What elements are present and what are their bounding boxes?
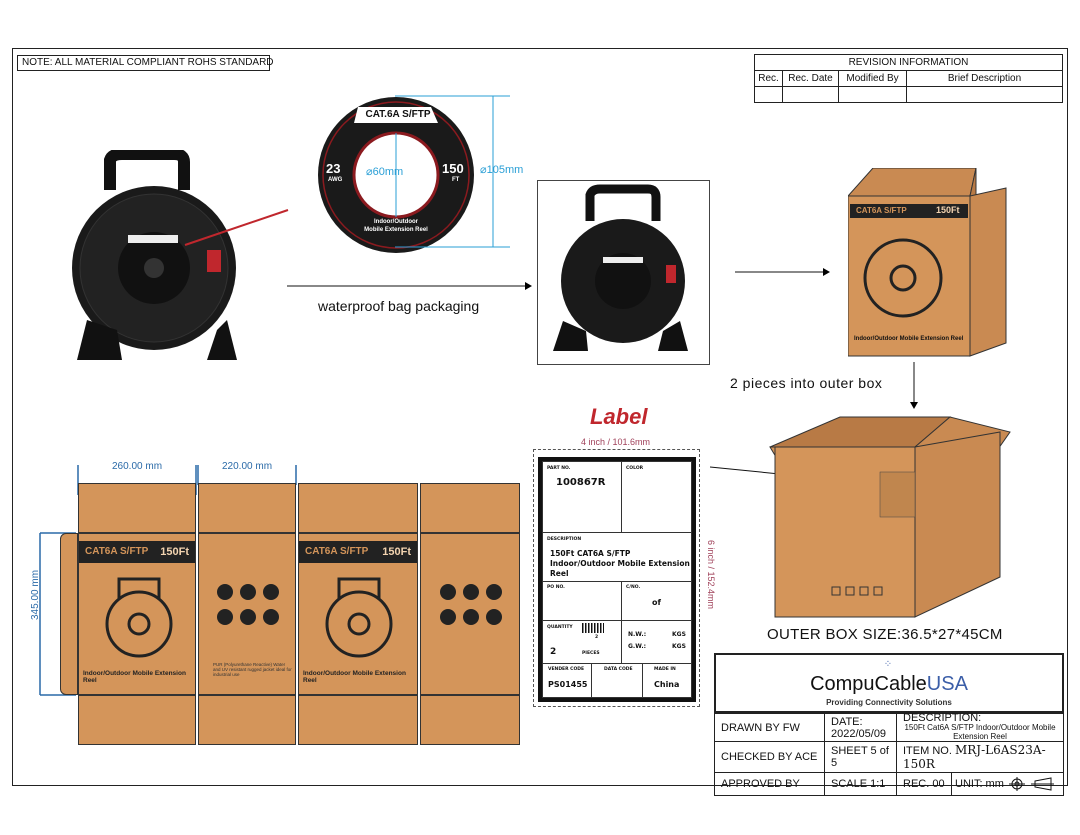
made-in: China: [654, 680, 680, 689]
packaging-caption: waterproof bag packaging: [318, 298, 480, 314]
retail-box-length: 150Ft: [936, 205, 960, 215]
brand-logo: CompuCableUSA: [716, 673, 1062, 696]
unit: UNIT: mm: [955, 777, 1004, 790]
checked-by: CHECKED BY ACE: [714, 741, 825, 773]
length-unit: FT: [452, 177, 460, 183]
front-panel-2: CAT6A S/FTP 150Ft Indoor/Outdoor Mobile E…: [298, 533, 418, 695]
reel-subtitle-1: Indoor/Outdoor: [374, 219, 418, 225]
gw-label: G.W.:: [628, 643, 647, 650]
description-cell: DESCRIPTION:150Ft Cat6A S/FTP Indoor/Out…: [896, 712, 1064, 742]
label-heading: Label: [590, 404, 648, 429]
panel-length: 150Ft: [160, 546, 189, 558]
description: 150Ft Cat6A S/FTP Indoor/Outdoor Mobile …: [904, 723, 1056, 741]
color-label: COLOR: [626, 466, 644, 471]
retail-box-title: CAT6A S/FTP: [856, 206, 907, 215]
vender-code: PS01455: [548, 680, 588, 689]
bagged-reel-image: [537, 180, 710, 365]
quantity: 2: [550, 647, 557, 657]
retail-box-footer: Indoor/Outdoor Mobile Extension Reel: [854, 336, 964, 342]
arrow-down: [910, 362, 918, 409]
panel-length: 150Ft: [382, 546, 411, 558]
cable-reel-image: [72, 150, 237, 360]
label-cut-line: [533, 449, 700, 707]
part-no-label: PART NO.: [547, 466, 571, 471]
rohs-note: NOTE: ALL MATERIAL COMPLIANT ROHS STANDA…: [17, 55, 274, 71]
scale: SCALE 1:1: [824, 772, 897, 796]
data-code-label: DATA CODE: [604, 667, 633, 672]
gw-unit: KGS: [672, 643, 686, 650]
vender-code-label: VENDER CODE: [548, 667, 585, 672]
unit-cell: UNIT: mm: [951, 772, 1064, 796]
front-panel: CAT6A S/FTP 150Ft Indoor/Outdoor Mobile E…: [78, 533, 196, 695]
dim-side-width: 220.00 mm: [222, 461, 273, 472]
revision-title: REVISION INFORMATION: [754, 54, 1063, 71]
dimension-lines: [39, 465, 297, 696]
arrow-to-box: [735, 268, 830, 276]
date-cell: DATE:2022/05/09: [824, 713, 897, 742]
drawing-frame: [12, 48, 1068, 786]
into-outer-caption: 2 pieces into outer box: [730, 375, 883, 391]
side-panel-2: [420, 533, 520, 695]
col-rec-date: Rec. Date: [782, 70, 839, 87]
date-label: DATE:: [831, 715, 863, 728]
approved-by: APPROVED BY: [714, 772, 825, 796]
description-label: DESCRIPTION: [547, 537, 582, 542]
projection-symbol-icon: [1008, 777, 1054, 791]
item-no-label: ITEM NO.: [903, 745, 952, 757]
nw-unit: KGS: [672, 631, 686, 638]
gauge: 23: [326, 161, 341, 176]
outer-diameter: ⌀105mm: [480, 164, 524, 176]
inner-diameter: ⌀60mm: [366, 166, 404, 178]
col-rec: Rec.: [754, 70, 783, 87]
length: 150: [442, 161, 464, 176]
brand-usa: USA: [926, 673, 968, 695]
part-no: 100867R: [556, 477, 606, 488]
reel-label-disc: CAT.6A S/FTP 23 AWG 150 FT ⌀60mm Indoor/…: [316, 95, 476, 255]
barcode: [582, 623, 604, 633]
col-modified-by: Modified By: [838, 70, 907, 87]
barcode-number: 2: [595, 635, 599, 640]
panel-footer: Indoor/Outdoor Mobile Extension Reel: [303, 670, 406, 684]
gauge-unit: AWG: [328, 177, 343, 183]
item-no: MRJ-L6AS23A-150R: [903, 743, 1046, 771]
sheet: SHEET 5 of 5: [824, 741, 897, 773]
brand-name: CompuCable: [810, 673, 927, 695]
retail-box-image: CAT6A S/FTP 150Ft Indoor/Outdoor Mobile …: [848, 168, 1023, 383]
panel-title: CAT6A S/FTP: [85, 546, 149, 557]
nw-label: N.W.:: [628, 631, 647, 638]
arrow-to-bag: [287, 282, 532, 290]
label-description: 150Ft CAT6A S/FTP Indoor/Outdoor Mobile …: [550, 549, 690, 578]
col-description: Brief Description: [906, 70, 1063, 87]
title-block: DRAWN BY FW DATE:2022/05/09 DESCRIPTION:…: [714, 713, 1064, 796]
item-no-cell: ITEM NO. MRJ-L6AS23A-150R: [896, 741, 1064, 773]
po-label: PO NO.: [547, 585, 565, 590]
dim-front-width: 260.00 mm: [112, 461, 163, 472]
panel-footer: Indoor/Outdoor Mobile Extension Reel: [83, 670, 186, 684]
cno-label: C/NO.: [626, 585, 641, 590]
pointer-arrow: [184, 209, 289, 246]
outer-box-image: [710, 416, 1011, 618]
side-panel-text: PUR (Polyurethane Reactive) Water and UV…: [213, 662, 292, 677]
brand-logo-dots: ⁘: [883, 659, 895, 670]
made-in-label: MADE IN: [654, 667, 676, 672]
description-label: DESCRIPTION:: [903, 712, 982, 724]
label-width-dim: 4 inch / 101.6mm: [580, 437, 651, 447]
brand-tagline: Providing Connectivity Solutions: [826, 698, 952, 707]
date: 2022/05/09: [831, 727, 887, 740]
brand-block: ⁘ CompuCableUSA Providing Connectivity S…: [714, 653, 1064, 713]
cno: of: [652, 598, 661, 607]
shipping-label: PART NO. 100867R COLOR DESCRIPTION 150Ft…: [538, 457, 696, 702]
quantity-label: QUANTITY: [547, 625, 573, 630]
outer-dia-dimension: [395, 95, 510, 248]
outer-box-size: OUTER BOX SIZE:36.5*27*45CM: [767, 626, 1003, 643]
pieces-label: PIECES: [582, 651, 600, 656]
drawn-by: DRAWN BY FW: [714, 713, 825, 742]
rec: REC. 00: [896, 772, 952, 796]
reel-label-title: CAT.6A S/FTP: [365, 109, 431, 120]
side-panel: PUR (Polyurethane Reactive) Water and UV…: [198, 533, 296, 695]
reel-subtitle-2: Mobile Extension Reel: [364, 227, 428, 233]
panel-title: CAT6A S/FTP: [305, 546, 369, 557]
